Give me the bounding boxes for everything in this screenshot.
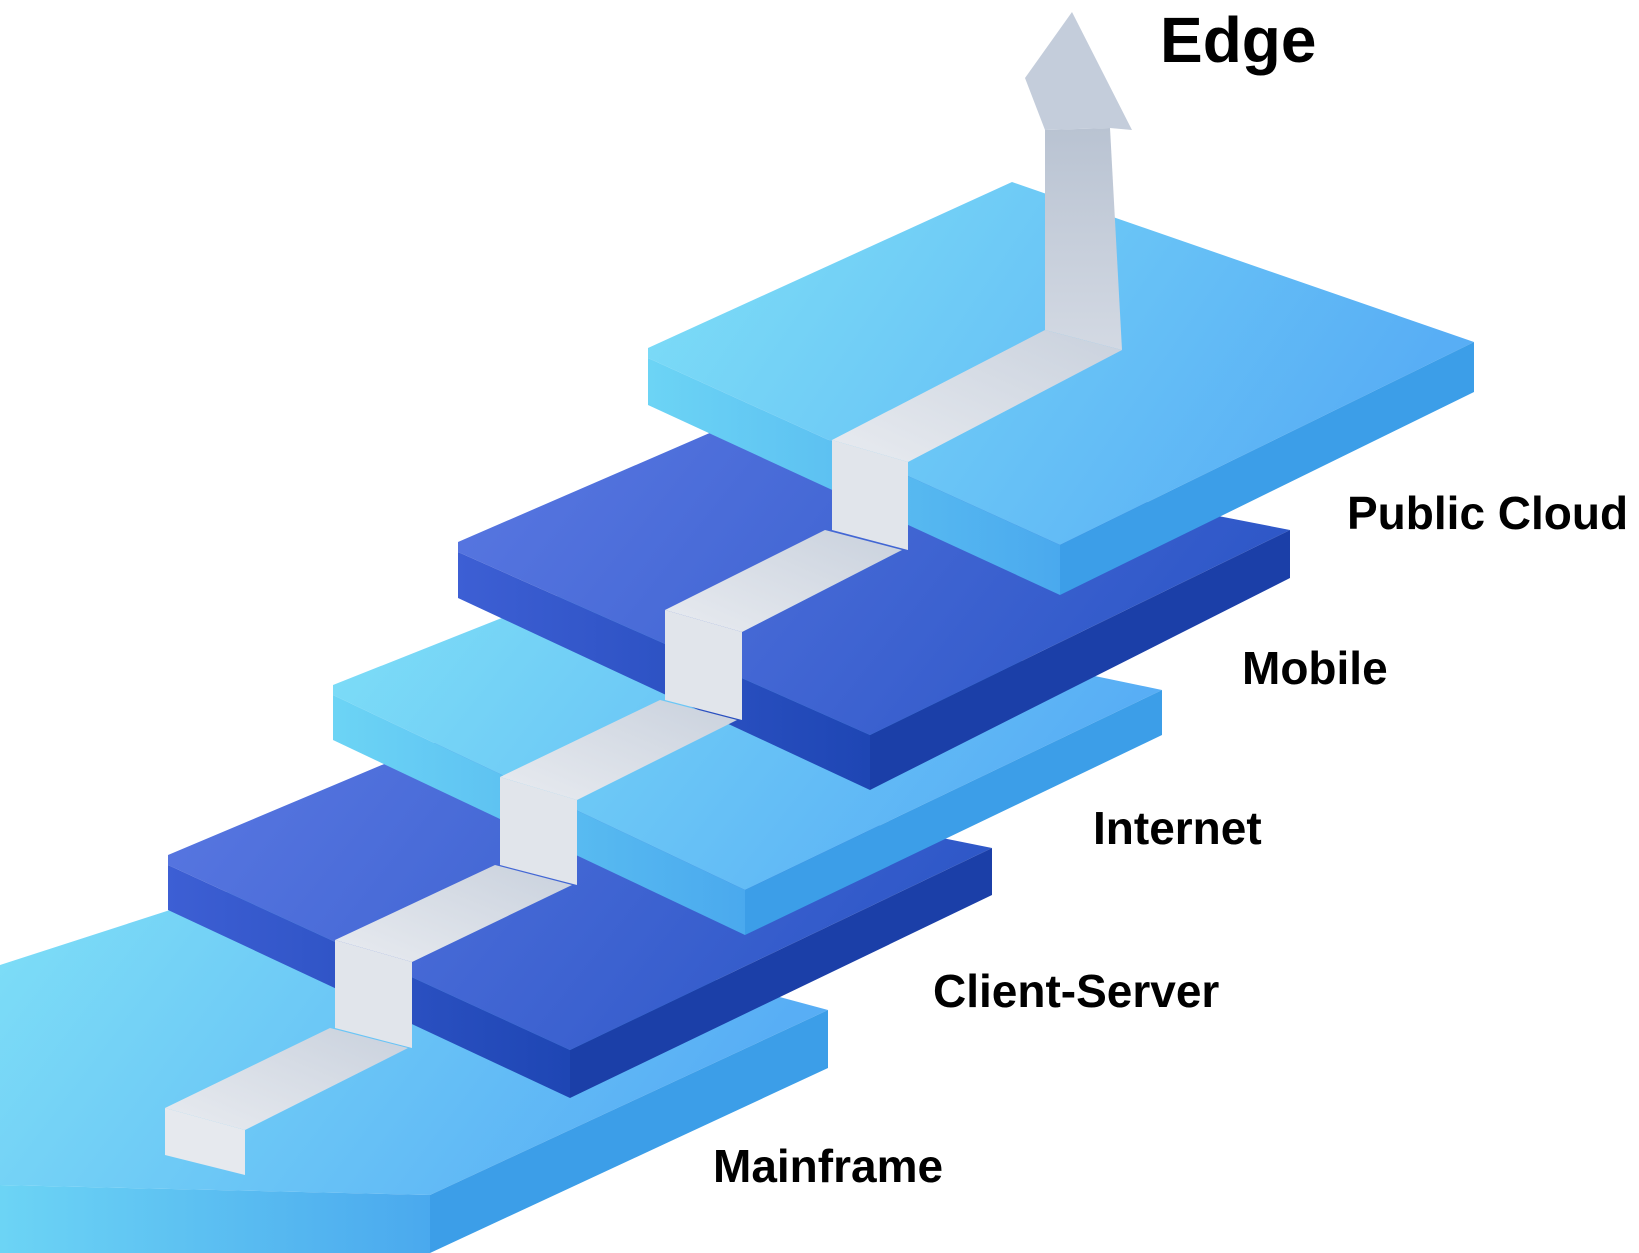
step-label-client-server: Client-Server bbox=[933, 965, 1220, 1017]
step-label-public-cloud: Public Cloud bbox=[1347, 487, 1629, 539]
path-segment bbox=[335, 865, 572, 962]
arrow-head bbox=[1025, 12, 1132, 130]
path-segment bbox=[500, 700, 737, 800]
edge-title: Edge bbox=[1160, 4, 1317, 76]
step-label-mainframe: Mainframe bbox=[713, 1140, 944, 1192]
staircase-path bbox=[165, 330, 1122, 1175]
path-segment bbox=[832, 330, 1122, 462]
path-riser bbox=[832, 440, 908, 550]
path-riser bbox=[665, 610, 742, 720]
step-mobile-side bbox=[870, 530, 1290, 790]
step-internet-side bbox=[745, 690, 1162, 935]
path-segment bbox=[165, 1028, 408, 1130]
step-label-mobile: Mobile bbox=[1242, 642, 1388, 694]
arrow-shaft bbox=[1045, 128, 1122, 350]
up-arrow-icon bbox=[1025, 12, 1132, 350]
step-mobile-front bbox=[458, 552, 870, 790]
step-mainframe-front bbox=[0, 1185, 430, 1253]
path-riser bbox=[500, 777, 577, 885]
step-label-internet: Internet bbox=[1093, 802, 1262, 854]
path-riser bbox=[165, 1108, 245, 1175]
path-riser bbox=[335, 940, 412, 1048]
step-mainframe-side bbox=[430, 1010, 828, 1253]
step-public-cloud-side bbox=[1060, 342, 1474, 595]
step-client-server-side bbox=[570, 848, 992, 1098]
path-segment bbox=[665, 530, 902, 632]
